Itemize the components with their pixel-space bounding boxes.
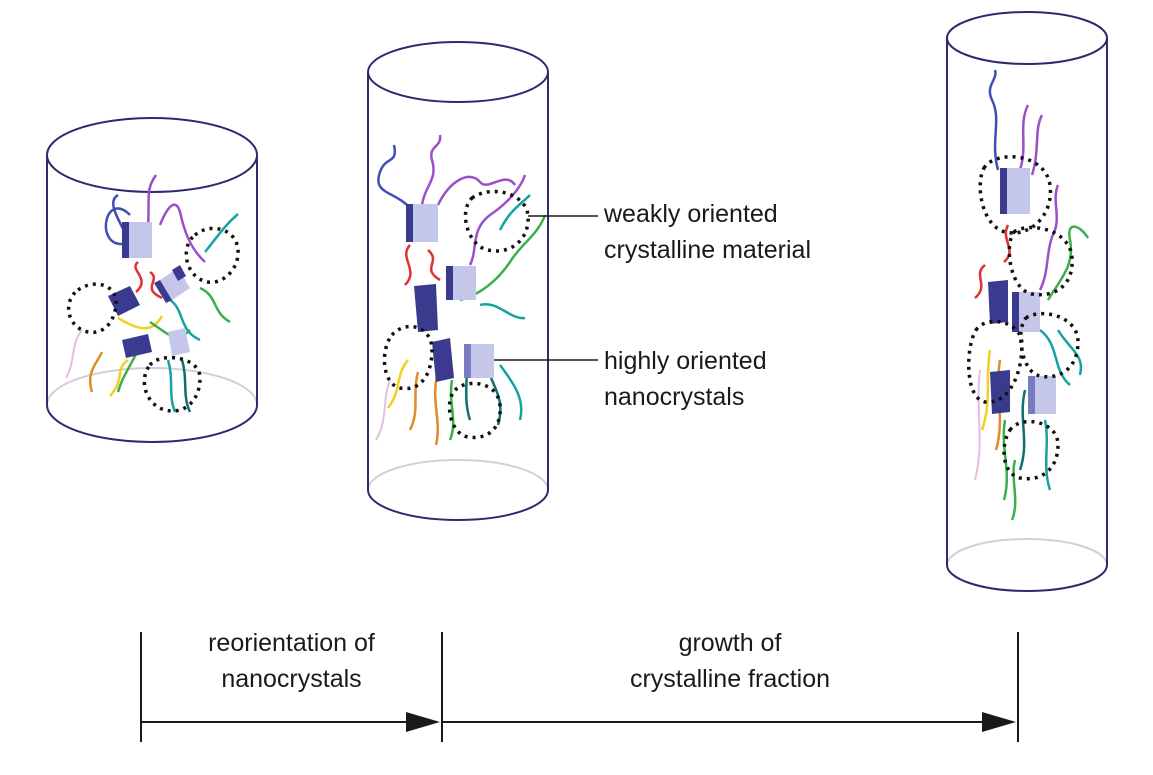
nanocrystals (988, 168, 1056, 414)
cylinder-bottom-rim (367, 489, 549, 521)
cylinder-top-rim (367, 41, 549, 103)
label-weakly-oriented-line1: weakly oriented (604, 200, 778, 228)
label-weakly-oriented: weakly oriented crystalline material (604, 196, 811, 268)
nanocrystals (406, 204, 494, 382)
cylinder-bottom-rim-back (46, 367, 258, 406)
step-reorientation-line2: nanocrystals (221, 665, 362, 693)
weak-crystalline-regions (67, 226, 240, 413)
step-growth-line2: crystalline fraction (629, 665, 831, 693)
cylinder-reoriented (367, 41, 549, 521)
label-weakly-oriented-line2: crystalline material (604, 236, 812, 264)
cylinder-bottom-rim (946, 564, 1108, 592)
step-growth-line1: growth of (678, 629, 782, 657)
cylinder-bottom-rim-back (946, 538, 1108, 566)
label-highly-oriented-line2: nanocrystals (604, 383, 745, 411)
arrow-step1-head (406, 712, 440, 732)
label-highly-oriented-line1: highly oriented (604, 347, 767, 375)
label-highly-oriented: highly oriented nanocrystals (604, 343, 767, 415)
weak-crystalline-regions (382, 189, 530, 440)
polymer-chains (65, 174, 239, 413)
nanocrystals (108, 222, 190, 358)
step-reorientation-line1: reorientation of (208, 629, 375, 657)
cylinder-bottom-rim (46, 404, 258, 443)
polymer-chains (375, 134, 547, 446)
step-reorientation: reorientation of nanocrystals (141, 625, 442, 697)
process-timeline (140, 632, 1019, 742)
cylinder-bottom-rim-back (367, 459, 549, 491)
weak-crystalline-regions (967, 155, 1080, 481)
cylinder-initial (46, 117, 258, 443)
arrow-step2-head (982, 712, 1016, 732)
cylinder-grown (946, 11, 1108, 592)
cylinder-top-rim (946, 11, 1108, 65)
step-growth: growth of crystalline fraction (442, 625, 1018, 697)
